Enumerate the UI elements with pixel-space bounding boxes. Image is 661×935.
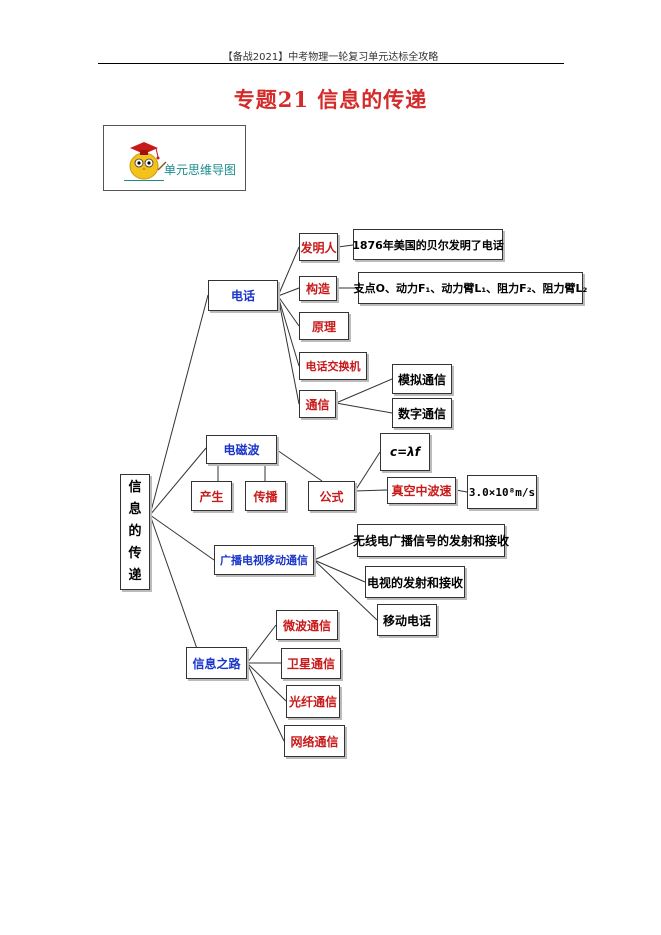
node-broadcast: 广播电视移动通信 <box>214 545 314 575</box>
node-inventor: 发明人 <box>299 233 338 261</box>
page-header: 【备战2021】中考物理一轮复习单元达标全攻略 <box>222 52 439 63</box>
root-char: 息 <box>128 502 142 517</box>
node-formula-expr: c=λf <box>380 433 430 471</box>
node-network: 网络通信 <box>284 725 345 757</box>
node-radio: 无线电广播信号的发射和接收 <box>353 524 509 557</box>
node-tv: 电视的发射和接收 <box>365 566 465 598</box>
node-em-wave: 电磁波 <box>206 435 277 464</box>
node-microwave: 微波通信 <box>276 610 338 640</box>
badge-underline <box>124 180 164 181</box>
node-structure-detail: 支点O、动力F₁、动力臂L₁、阻力F₂、阻力臂L₂ <box>354 272 587 304</box>
node-telephone: 电话 <box>208 280 278 311</box>
root-char: 递 <box>128 568 142 583</box>
node-digital: 数字通信 <box>392 398 452 428</box>
page-title: 专题21 信息的传递 <box>233 87 428 112</box>
root-char: 的 <box>128 524 142 539</box>
node-vacuum-speed: 真空中波速 <box>387 477 456 504</box>
node-principle: 原理 <box>299 312 349 340</box>
root-node: 信 息 的 传 递 <box>120 474 150 590</box>
node-fiber: 光纤通信 <box>286 685 340 718</box>
root-char: 信 <box>128 480 142 495</box>
node-mobile: 移动电话 <box>377 604 437 636</box>
node-communication: 通信 <box>299 390 336 418</box>
node-structure: 构造 <box>299 276 337 301</box>
node-satellite: 卫星通信 <box>281 648 341 679</box>
badge-label: 单元思维导图 <box>164 163 237 177</box>
node-info-road: 信息之路 <box>186 647 247 679</box>
node-inventor-detail: 1876年美国的贝尔发明了电话 <box>352 229 504 260</box>
owl-graduate-icon <box>129 142 167 180</box>
header-rule <box>98 63 564 64</box>
mindmap-badge: 单元思维导图 <box>103 125 246 191</box>
node-produce: 产生 <box>191 481 232 511</box>
node-exchange: 电话交换机 <box>299 352 367 380</box>
root-char: 传 <box>128 546 142 561</box>
node-speed-value: 3.0×10⁸m/s <box>467 475 537 509</box>
node-analog: 模拟通信 <box>392 364 452 394</box>
node-formula: 公式 <box>308 481 355 511</box>
node-propagate: 传播 <box>245 481 286 511</box>
